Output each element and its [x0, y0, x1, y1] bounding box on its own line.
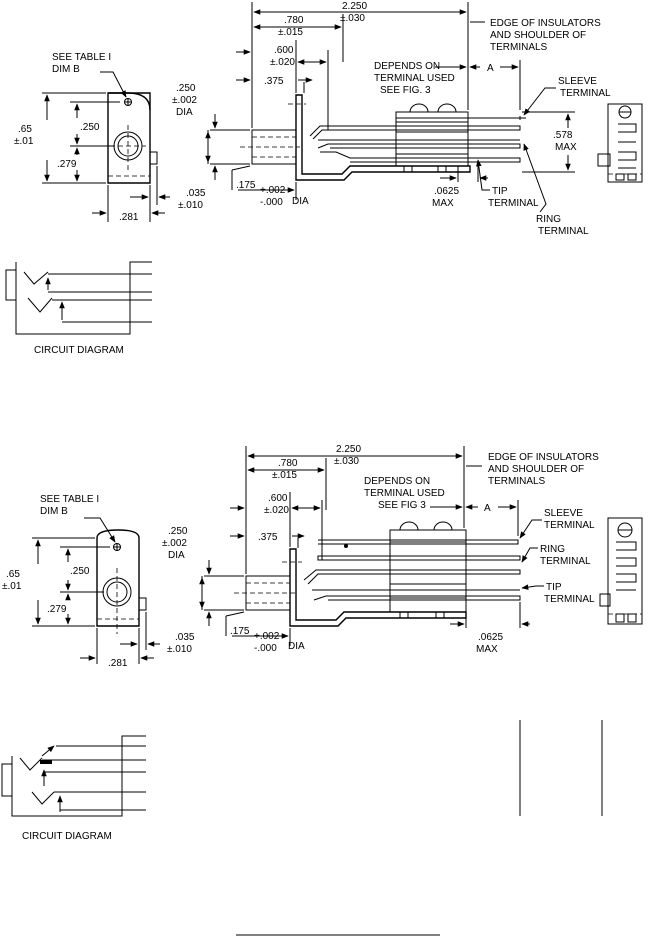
fig1-circuit-label: CIRCUIT DIAGRAM [34, 345, 124, 356]
fig2-edge-note-2: AND SHOULDER OF [488, 464, 584, 475]
fig1-dim-578-max: MAX [555, 142, 577, 153]
fig2-dim-175-plus: +.002 [254, 631, 280, 642]
fig1-sleeve-2: TERMINAL [560, 88, 611, 99]
fig2-dim-035: .035 [175, 632, 195, 643]
fig2-see-table-label: SEE TABLE I [40, 494, 99, 505]
fig1-dim-578: .578 [553, 130, 573, 141]
fig2-sleeve-2: TERMINAL [544, 520, 595, 531]
fig1-dim-overall: 2.250 [342, 1, 367, 12]
fig1-see-table-label: SEE TABLE I [52, 52, 111, 63]
fig2-dim-250-tol: ±.002 [162, 538, 187, 549]
fig2-edge-note-3: TERMINALS [488, 476, 546, 487]
figure-2: SEE TABLE I DIM B .65 ±.01 .250 .279 .03… [1, 444, 643, 842]
fig1-edge-note-1: EDGE OF INSULATORS [490, 18, 601, 29]
fig2-dim-250-dia: DIA [168, 550, 185, 561]
fig1-edge-note-3: TERMINALS [490, 42, 548, 53]
fig2-dim-b-label: DIM B [40, 506, 68, 517]
fig2-dim-175-minus: -.000 [254, 643, 277, 654]
fig2-tip-2: TERMINAL [544, 594, 595, 605]
fig2-dim-175: .175 [230, 626, 250, 637]
fig2-dim-035-tol: ±.010 [167, 644, 192, 655]
fig2-dim-side-250: .250 [70, 566, 90, 577]
fig1-end-view [597, 103, 643, 183]
fig1-dim-175-plus: +.002 [260, 185, 286, 196]
fig2-dim-250: .250 [168, 526, 188, 537]
fig1-tip-2: TERMINAL [488, 198, 539, 209]
fig1-dim-0625-max: MAX [432, 198, 454, 209]
fig1-dim-375: .375 [264, 76, 284, 87]
fig1-dim-overall-tol: ±.030 [340, 13, 365, 24]
fig2-dim-175-dia: DIA [288, 641, 305, 652]
fig2-dim-780-tol: ±.015 [272, 470, 297, 481]
fig2-depends-1: DEPENDS ON [364, 476, 430, 487]
fig1-dim-175: .175 [236, 180, 256, 191]
fig1-sleeve-1: SLEEVE [558, 76, 597, 87]
fig1-dim-780: .780 [284, 15, 304, 26]
fig1-dim-250: .250 [176, 83, 196, 94]
fig1-depends-3: SEE FIG. 3 [380, 85, 431, 96]
fig1-side-view: SEE TABLE I DIM B .65 ±.01 .250 .279 .03… [14, 52, 206, 223]
fig2-ring-2: TERMINAL [540, 556, 591, 567]
fig2-dim-600-tol: ±.020 [264, 505, 289, 516]
fig1-dim-0625: .0625 [434, 186, 459, 197]
fig1-depends-1: DEPENDS ON [374, 61, 440, 72]
fig1-circuit-diagram: CIRCUIT DIAGRAM [5, 261, 152, 356]
fig2-dim-65: .65 [6, 569, 20, 580]
fig2-tip-1: TIP [546, 582, 562, 593]
fig1-dim-a: A [487, 63, 494, 74]
fig2-dim-780: .780 [278, 458, 298, 469]
fig1-dim-175-minus: -.000 [260, 197, 283, 208]
fig1-dim-250-dia: DIA [176, 107, 193, 118]
fig1-dim-600: .600 [274, 45, 294, 56]
fig1-dim-65-tol: ±.01 [14, 136, 34, 147]
fig2-dim-overall: 2.250 [336, 444, 361, 455]
fig1-front-view: 2.250 ±.030 .780 ±.015 .600 ±.020 .375 .… [172, 1, 611, 237]
fig2-dim-281: .281 [108, 658, 128, 669]
fig2-ring-1: RING [540, 544, 565, 555]
fig2-circuit-diagram: CIRCUIT DIAGRAM [1, 720, 603, 842]
fig1-tip-1: TIP [492, 186, 508, 197]
fig1-dim-65: .65 [18, 124, 32, 135]
fig1-dim-279: .279 [57, 159, 77, 170]
fig2-circuit-label: CIRCUIT DIAGRAM [22, 831, 112, 842]
fig1-dim-281: .281 [119, 212, 139, 223]
fig2-dim-overall-tol: ±.030 [334, 456, 359, 467]
fig2-dim-600: .600 [268, 493, 288, 504]
fig1-edge-note-2: AND SHOULDER OF [490, 30, 586, 41]
fig1-dim-250-tol: ±.002 [172, 95, 197, 106]
fig2-side-view: SEE TABLE I DIM B .65 ±.01 .250 .279 .03… [2, 494, 195, 669]
fig1-dim-600-tol: ±.020 [270, 57, 295, 68]
fig2-dim-a: A [484, 503, 491, 514]
fig2-dim-375: .375 [258, 532, 278, 543]
fig2-dim-0625-max: MAX [476, 644, 498, 655]
fig2-end-view [599, 517, 643, 625]
figure-1: SEE TABLE I DIM B .65 ±.01 .250 .279 .03… [5, 1, 643, 356]
fig2-dim-0625: .0625 [478, 632, 503, 643]
fig2-dim-65-tol: ±.01 [2, 581, 22, 592]
fig1-ring-2: TERMINAL [538, 226, 589, 237]
fig2-edge-note-1: EDGE OF INSULATORS [488, 452, 599, 463]
fig2-sleeve-1: SLEEVE [544, 508, 583, 519]
fig1-dim-035: .035 [186, 188, 206, 199]
fig1-depends-2: TERMINAL USED [374, 73, 455, 84]
fig2-depends-2: TERMINAL USED [364, 488, 445, 499]
fig1-dim-035-tol: ±.010 [178, 200, 203, 211]
fig1-dim-side-250: .250 [80, 122, 100, 133]
fig1-dim-175-dia: DIA [292, 196, 309, 207]
fig1-ring-1: RING [536, 214, 561, 225]
fig1-dim-780-tol: ±.015 [278, 27, 303, 38]
fig1-dim-b-label: DIM B [52, 64, 80, 75]
fig2-front-view: 2.250 ±.030 .780 ±.015 .600 ±.020 .375 .… [162, 444, 599, 655]
fig2-dim-279: .279 [47, 604, 67, 615]
fig2-depends-3: SEE FIG 3 [378, 500, 426, 511]
